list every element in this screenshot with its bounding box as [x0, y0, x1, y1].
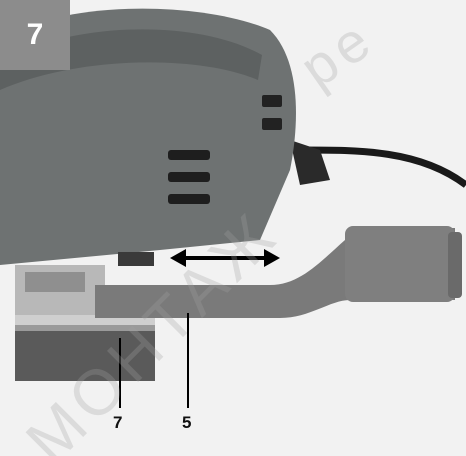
vent-slot [262, 118, 282, 130]
vent-slot [168, 194, 210, 204]
vent-slot [262, 95, 282, 107]
vent-slot [168, 150, 210, 160]
blade-clamp [118, 252, 154, 266]
adapter-opening [448, 232, 462, 298]
jigsaw-body [0, 8, 296, 266]
callout-label-foot-plate: 7 [113, 413, 123, 432]
foot-plate-edge [15, 325, 155, 331]
step-number-badge: 7 [0, 0, 70, 70]
arrow-head-left [170, 249, 186, 267]
foot-plate-shadow [15, 331, 155, 381]
vent-slot [168, 172, 210, 182]
cord-strain-relief [290, 140, 330, 185]
adapter-nozzle [345, 226, 455, 302]
base-bracket [25, 272, 85, 292]
arrow-head-right [264, 249, 280, 267]
power-cord [299, 146, 466, 188]
callout-label-extraction-adapter: 5 [182, 413, 192, 432]
